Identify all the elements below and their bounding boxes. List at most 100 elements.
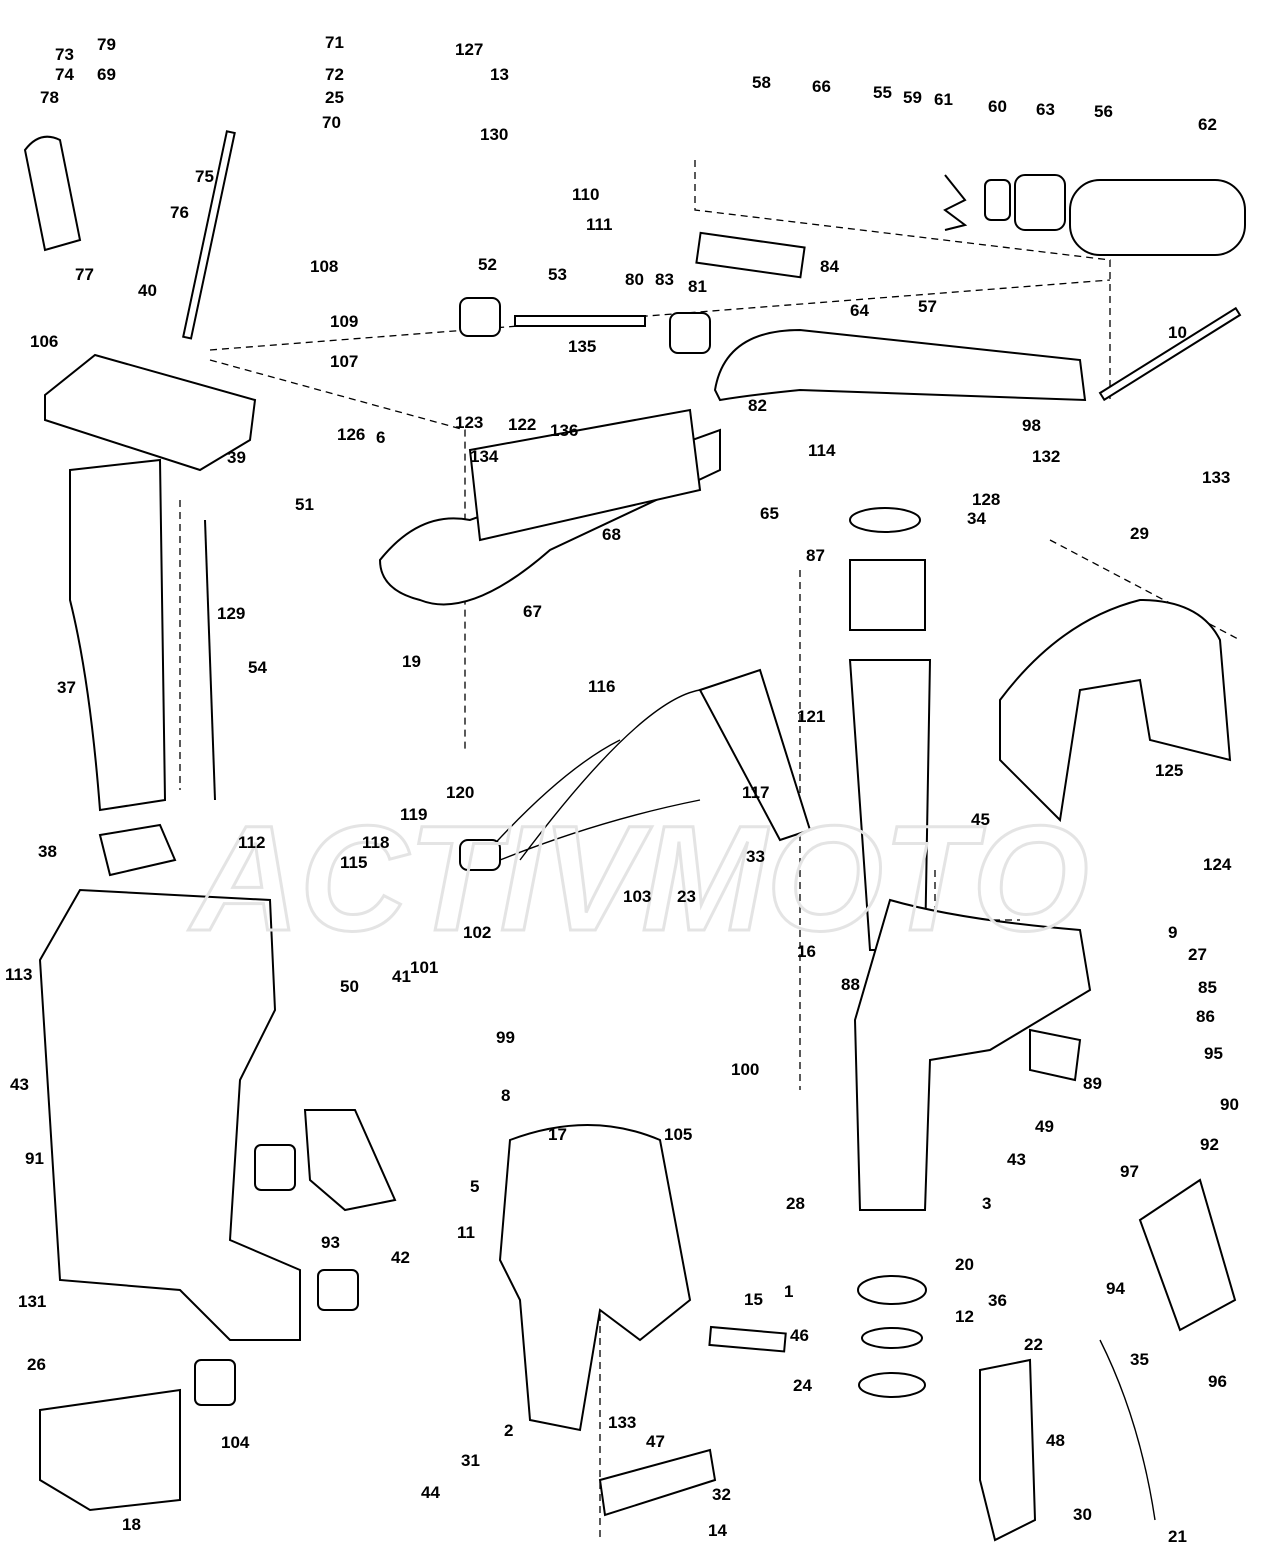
callout-label: 49 xyxy=(1035,1117,1054,1136)
cover-plate xyxy=(695,231,806,279)
callout-label: 121 xyxy=(797,707,825,726)
gear-2 xyxy=(669,312,711,354)
callout-label: 21 xyxy=(1168,1527,1187,1546)
callout-label: 3 xyxy=(982,1194,991,1213)
mount-bracket xyxy=(303,1109,397,1212)
gear xyxy=(459,297,501,337)
callout-label: 18 xyxy=(122,1515,141,1534)
seal-ring xyxy=(857,1275,927,1305)
callout-label: 11 xyxy=(457,1223,475,1242)
callout-label: 83 xyxy=(655,270,674,289)
callout-label: 91 xyxy=(25,1149,44,1168)
o-ring xyxy=(861,1327,923,1349)
callout-label: 15 xyxy=(744,1290,763,1309)
callout-label: 46 xyxy=(790,1326,809,1345)
callout-label: 102 xyxy=(463,923,491,942)
callout-label: 34 xyxy=(967,509,986,528)
callout-label: 5 xyxy=(470,1177,479,1196)
callout-label: 118 xyxy=(362,833,389,852)
spacer xyxy=(984,179,1011,221)
callout-label: 81 xyxy=(688,277,707,296)
callout-label: 127 xyxy=(455,40,483,59)
callout-label: 80 xyxy=(625,270,644,289)
connector xyxy=(459,839,501,871)
callout-label: 39 xyxy=(227,448,246,467)
callout-label: 16 xyxy=(797,942,816,961)
tilt-support xyxy=(1138,1178,1237,1332)
callout-label: 48 xyxy=(1046,1431,1065,1450)
callout-label: 77 xyxy=(75,265,94,284)
callout-label: 133 xyxy=(608,1413,636,1432)
bracket-arm xyxy=(698,668,812,842)
callout-label: 41 xyxy=(392,967,411,986)
callout-label: 67 xyxy=(523,602,542,621)
callout-label: 37 xyxy=(57,678,76,697)
callout-label: 88 xyxy=(841,975,860,994)
callout-label: 26 xyxy=(27,1355,46,1374)
callout-label: 96 xyxy=(1208,1372,1227,1391)
callout-label: 61 xyxy=(934,90,953,109)
callout-label: 78 xyxy=(40,88,59,107)
callout-label: 113 xyxy=(5,965,32,984)
callout-label: 40 xyxy=(138,281,157,300)
callout-label: 101 xyxy=(410,958,438,977)
throttle-grip xyxy=(1069,179,1246,256)
callout-label: 72 xyxy=(325,65,344,84)
lever-77 xyxy=(23,135,82,252)
callout-label: 13 xyxy=(490,65,509,84)
thrust-rod-bracket xyxy=(498,1124,692,1432)
callout-label: 27 xyxy=(1188,945,1207,964)
callout-label: 6 xyxy=(376,428,385,447)
assembly-line xyxy=(209,359,466,750)
assembly-line xyxy=(209,279,1111,351)
callout-label: 90 xyxy=(1220,1095,1239,1114)
callout-label: 95 xyxy=(1204,1044,1223,1063)
stern-bracket xyxy=(999,598,1232,823)
callout-label: 12 xyxy=(955,1307,974,1326)
swivel-bracket xyxy=(853,898,1092,1211)
callout-label: 45 xyxy=(971,810,990,829)
callout-label: 128 xyxy=(972,490,1000,509)
callout-label: 17 xyxy=(548,1125,567,1144)
upper-gasket xyxy=(44,353,257,472)
callout-label: 115 xyxy=(340,853,367,872)
callout-label: 23 xyxy=(677,887,696,906)
callout-label: 51 xyxy=(295,495,314,514)
callout-label: 135 xyxy=(568,337,596,356)
callout-label: 92 xyxy=(1200,1135,1219,1154)
callout-label: 119 xyxy=(400,805,427,824)
callout-label: 120 xyxy=(446,783,474,802)
callout-label: 31 xyxy=(461,1451,480,1470)
callout-label: 125 xyxy=(1155,761,1183,780)
callout-label: 99 xyxy=(496,1028,515,1047)
callout-label: 136 xyxy=(550,421,578,440)
callout-label: 111 xyxy=(586,215,613,234)
callout-label: 58 xyxy=(752,73,771,92)
callout-label: 129 xyxy=(217,604,245,623)
callout-label: 38 xyxy=(38,842,57,861)
callout-label: 54 xyxy=(248,658,267,677)
callout-label: 117 xyxy=(742,783,769,802)
rubber-mount-2 xyxy=(317,1269,359,1311)
link-plate xyxy=(598,1448,717,1517)
callout-label: 87 xyxy=(806,546,825,565)
callout-label: 44 xyxy=(421,1483,440,1502)
callout-label: 94 xyxy=(1106,1279,1125,1298)
rod-54 xyxy=(204,519,216,801)
callout-label: 32 xyxy=(712,1485,731,1504)
callout-label: 20 xyxy=(955,1255,974,1274)
callout-label: 65 xyxy=(760,504,779,523)
callout-label: 133 xyxy=(1202,468,1230,487)
callout-label: 57 xyxy=(918,297,937,316)
callout-label: 114 xyxy=(808,441,836,460)
bearing xyxy=(858,1372,926,1398)
callout-label: 110 xyxy=(572,185,599,204)
driveshaft-housing xyxy=(38,888,301,1341)
callout-label: 100 xyxy=(731,1060,759,1079)
bushing-2 xyxy=(849,559,926,631)
clamp-block xyxy=(39,1388,181,1512)
callout-label: 89 xyxy=(1083,1074,1102,1093)
callout-label: 42 xyxy=(391,1248,410,1267)
shift-lever xyxy=(979,1358,1037,1542)
